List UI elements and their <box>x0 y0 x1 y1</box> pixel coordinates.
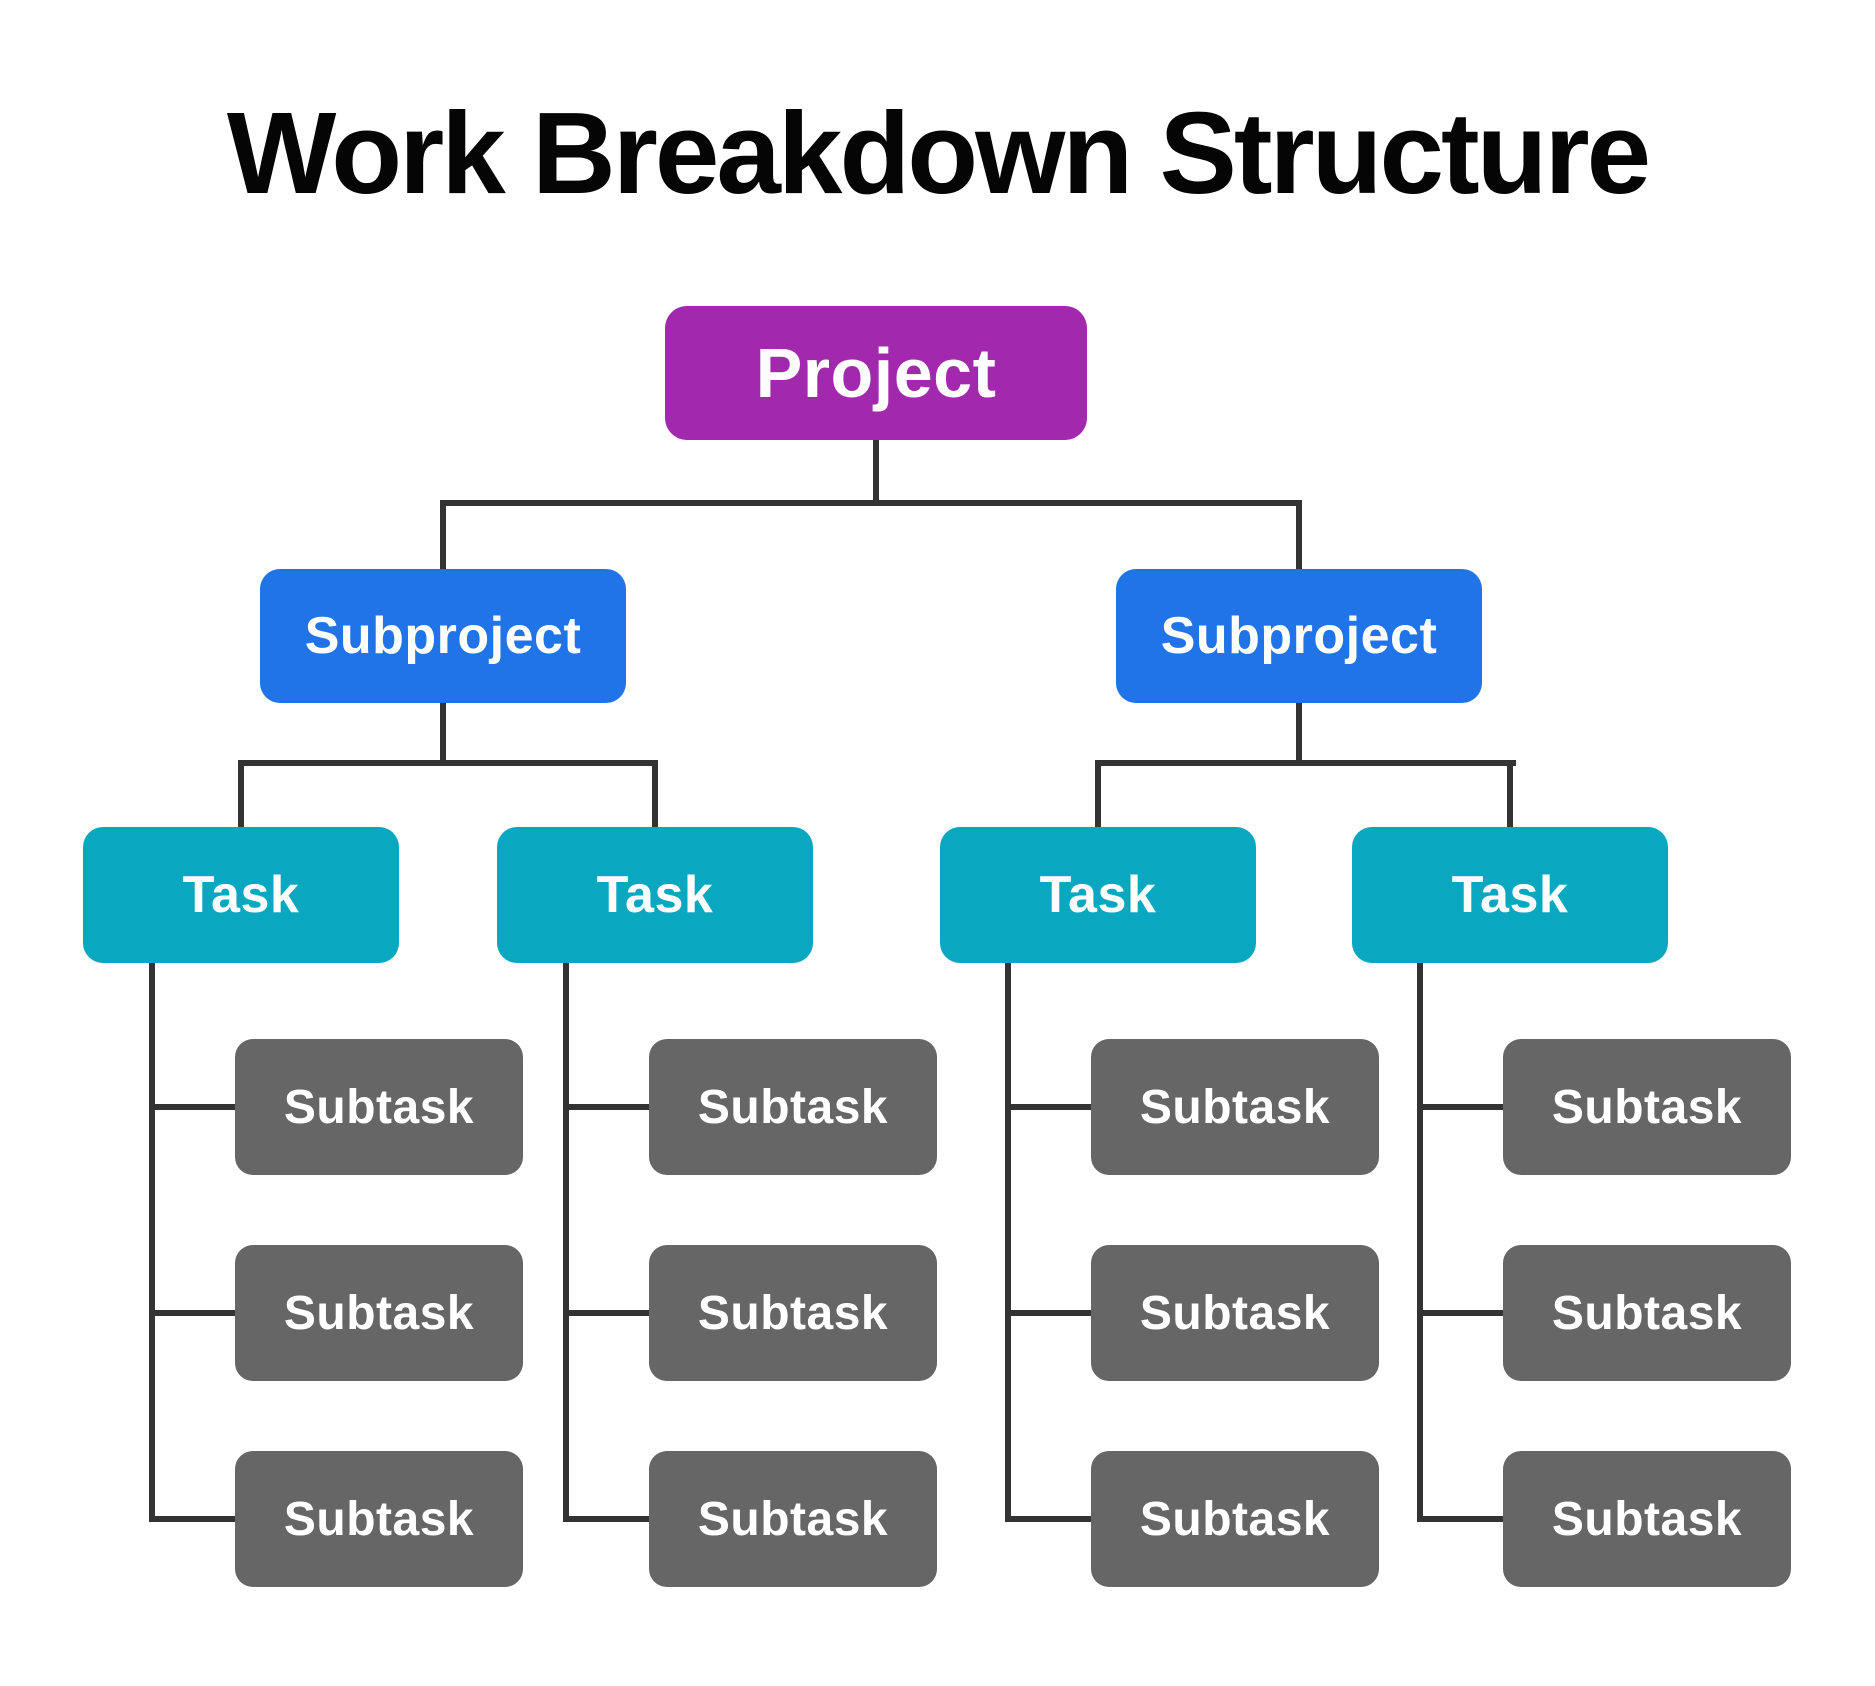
connector-subtask-stub <box>1417 1516 1503 1522</box>
connector-project-drop <box>873 440 879 506</box>
connector-subtask-stub <box>149 1310 235 1316</box>
node-subproject-1: Subproject <box>260 569 626 703</box>
connector-subtask-stub <box>149 1516 235 1522</box>
connector-project-rail <box>440 500 1302 506</box>
node-subtask-1-2: Subtask <box>235 1245 523 1381</box>
connector-subproject-2-riser <box>1296 500 1302 569</box>
node-task-4: Task <box>1352 827 1668 963</box>
connector-subproject-1-drop <box>440 703 446 766</box>
connector-subtask-stub <box>1417 1104 1503 1110</box>
node-subtask-3-2: Subtask <box>1091 1245 1379 1381</box>
node-subtask-1-1: Subtask <box>235 1039 523 1175</box>
node-task-3: Task <box>940 827 1256 963</box>
node-subtask-2-1: Subtask <box>649 1039 937 1175</box>
node-subtask-1-3: Subtask <box>235 1451 523 1587</box>
connector-subproject-2-rail <box>1095 760 1516 766</box>
connector-task-2-riser <box>652 760 658 827</box>
connector-subproject-1-riser <box>440 500 446 569</box>
node-subtask-4-3: Subtask <box>1503 1451 1791 1587</box>
connector-task-4-riser <box>1507 760 1513 827</box>
node-subtask-3-1: Subtask <box>1091 1039 1379 1175</box>
connector-subproject-2-drop <box>1296 703 1302 766</box>
connector-subtask-stub <box>563 1104 649 1110</box>
connector-subtask-stub <box>1005 1104 1091 1110</box>
connector-task-4-trunk <box>1417 962 1423 1522</box>
connector-subtask-stub <box>1005 1516 1091 1522</box>
node-project: Project <box>665 306 1087 440</box>
connector-subproject-1-rail <box>238 760 658 766</box>
connector-task-1-trunk <box>149 962 155 1522</box>
connector-subtask-stub <box>563 1516 649 1522</box>
node-task-2: Task <box>497 827 813 963</box>
connector-subtask-stub <box>563 1310 649 1316</box>
node-subtask-4-1: Subtask <box>1503 1039 1791 1175</box>
connector-task-1-riser <box>238 760 244 827</box>
connector-subtask-stub <box>1417 1310 1503 1316</box>
node-subtask-4-2: Subtask <box>1503 1245 1791 1381</box>
node-subproject-2: Subproject <box>1116 569 1482 703</box>
node-subtask-2-3: Subtask <box>649 1451 937 1587</box>
connector-subtask-stub <box>149 1104 235 1110</box>
connector-task-3-trunk <box>1005 962 1011 1522</box>
connector-task-3-riser <box>1095 760 1101 827</box>
node-task-1: Task <box>83 827 399 963</box>
connector-task-2-trunk <box>563 962 569 1522</box>
diagram-title: Work Breakdown Structure <box>226 88 1651 218</box>
node-subtask-3-3: Subtask <box>1091 1451 1379 1587</box>
node-subtask-2-2: Subtask <box>649 1245 937 1381</box>
connector-subtask-stub <box>1005 1310 1091 1316</box>
